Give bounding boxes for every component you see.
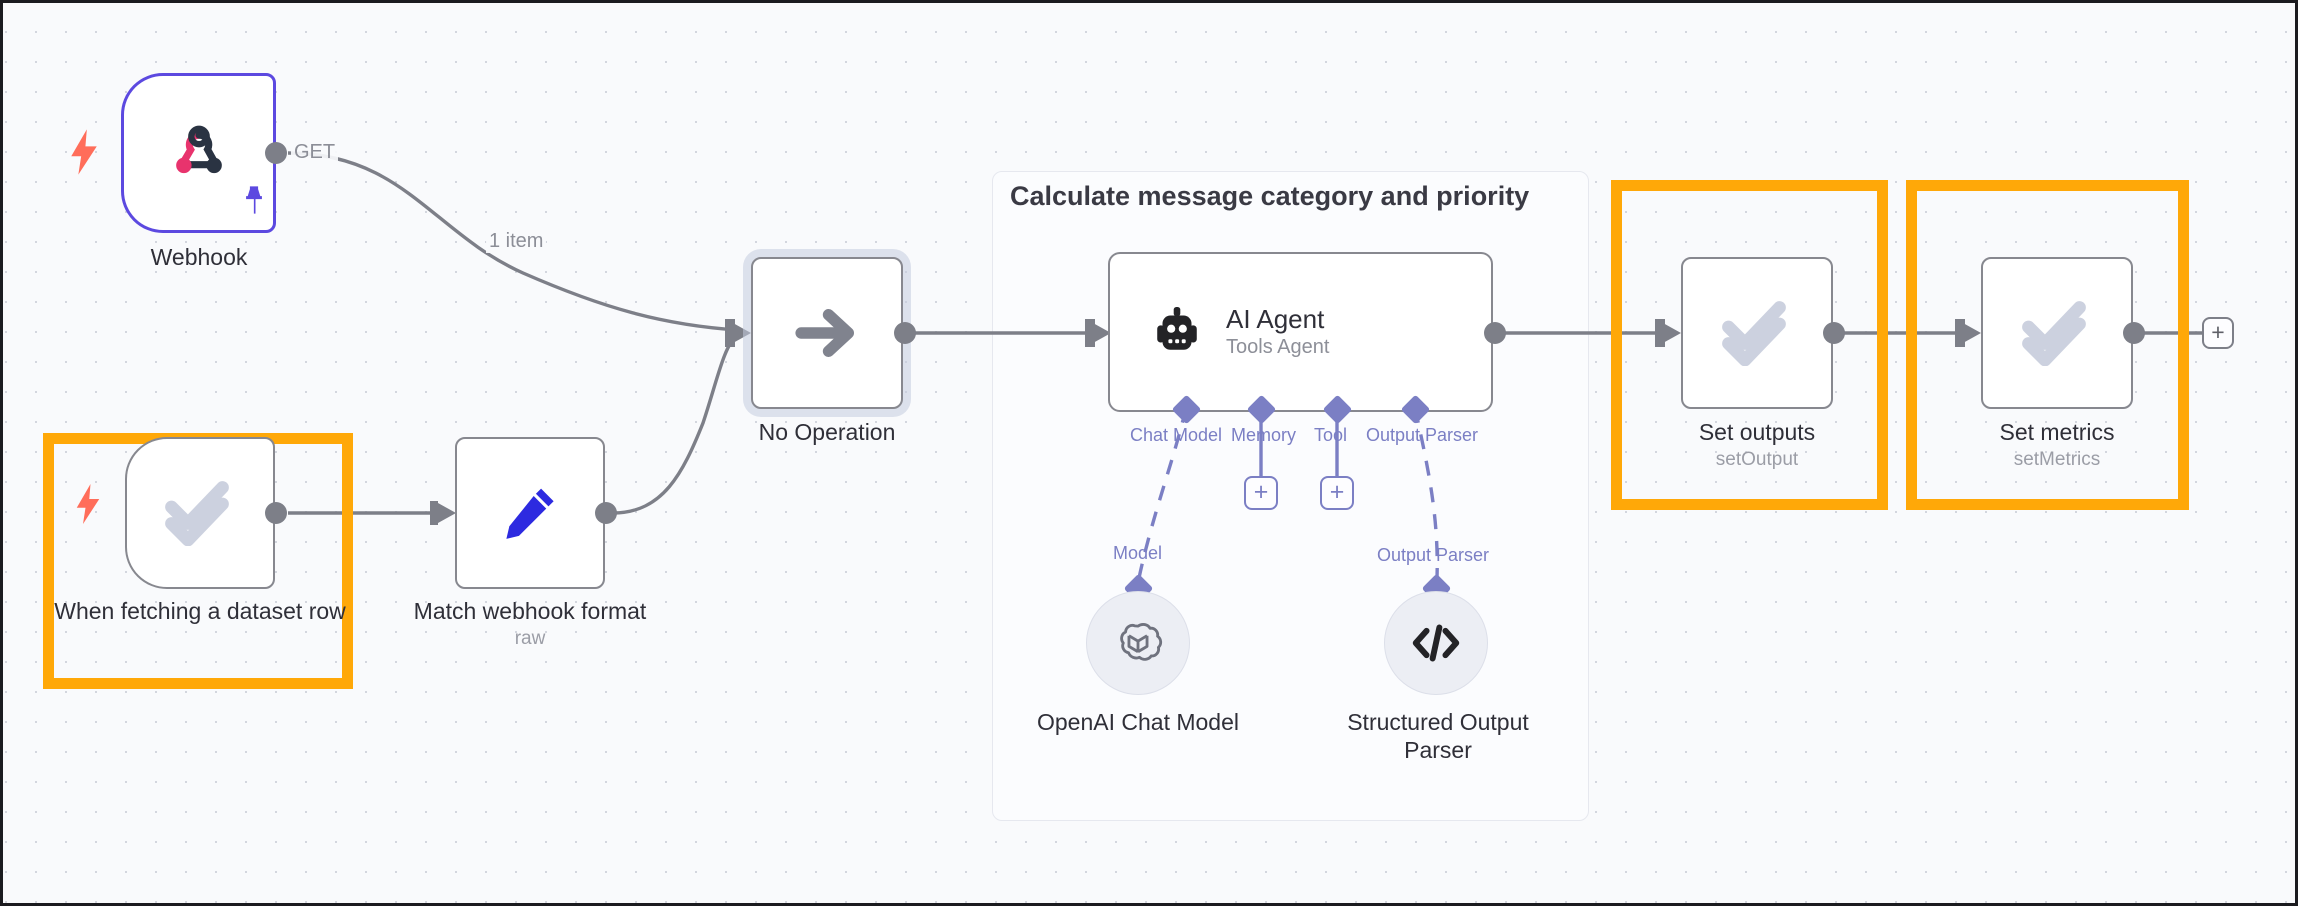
lightning-bolt-glyph: [71, 129, 97, 175]
trigger-bolt-icon-webhook: [67, 129, 101, 183]
output-dot-set-metrics[interactable]: [2123, 322, 2145, 344]
pencil-edit-icon: [499, 482, 561, 544]
node-set-outputs[interactable]: [1681, 257, 1833, 409]
lightning-bolt-glyph: [76, 484, 100, 524]
port-label-chat-model: Chat Model: [1130, 425, 1223, 445]
webhook-icon: [166, 120, 232, 186]
port-label-memory: Memory: [1231, 425, 1297, 445]
group-title: Calculate message category and priority: [1010, 181, 1530, 211]
node-title-block-ai-agent: AI Agent Tools Agent: [1226, 303, 1330, 360]
node-structured-output-parser[interactable]: [1384, 591, 1488, 695]
node-no-operation[interactable]: [751, 257, 903, 409]
subport-label-output-parser: Output Parser: [1377, 545, 1490, 565]
pin-icon-webhook[interactable]: [241, 185, 267, 220]
node-set-metrics[interactable]: [1981, 257, 2133, 409]
highlight-box-set-metrics: [1906, 180, 2189, 510]
port-label-tool: Tool: [1314, 425, 1348, 445]
code-brackets-icon: [1409, 622, 1463, 664]
evaluation-double-check-icon: [162, 480, 238, 546]
arrow-right-icon: [792, 302, 862, 364]
node-title-ai-agent: AI Agent: [1226, 303, 1325, 334]
node-openai-chat-model[interactable]: [1086, 591, 1190, 695]
output-dot-when-fetching-a-dataset-row[interactable]: [265, 502, 287, 524]
openai-icon: [1111, 616, 1165, 670]
output-dot-no-operation[interactable]: [894, 322, 916, 344]
node-webhook[interactable]: [121, 73, 276, 233]
wire-label-get: GET: [291, 141, 339, 164]
output-dot-set-outputs[interactable]: [1823, 322, 1845, 344]
output-dot-match-webhook-format[interactable]: [595, 502, 617, 524]
output-dot-webhook[interactable]: [265, 142, 287, 164]
node-match-webhook-format[interactable]: [455, 437, 605, 589]
add-node-button-memory[interactable]: +: [1244, 476, 1278, 510]
wire-label-1-item: 1 item: [486, 230, 547, 253]
evaluation-double-check-icon: [2019, 300, 2095, 366]
output-dot-ai-agent[interactable]: [1484, 322, 1506, 344]
node-ai-agent[interactable]: AI Agent Tools Agent: [1108, 252, 1493, 412]
trigger-bolt-icon-dataset-row: [73, 483, 103, 533]
add-node-button-tool[interactable]: +: [1320, 476, 1354, 510]
evaluation-double-check-icon: [1719, 300, 1795, 366]
add-node-button-end[interactable]: +: [2202, 317, 2234, 349]
highlight-box-set-outputs: [1611, 180, 1888, 510]
node-subtitle-ai-agent: Tools Agent: [1226, 336, 1330, 359]
subport-label-model: Model: [1113, 543, 1163, 563]
node-when-fetching-a-dataset-row[interactable]: [125, 437, 275, 589]
robot-icon: [1148, 303, 1206, 361]
port-label-output-parser: Output Parser: [1366, 425, 1479, 445]
